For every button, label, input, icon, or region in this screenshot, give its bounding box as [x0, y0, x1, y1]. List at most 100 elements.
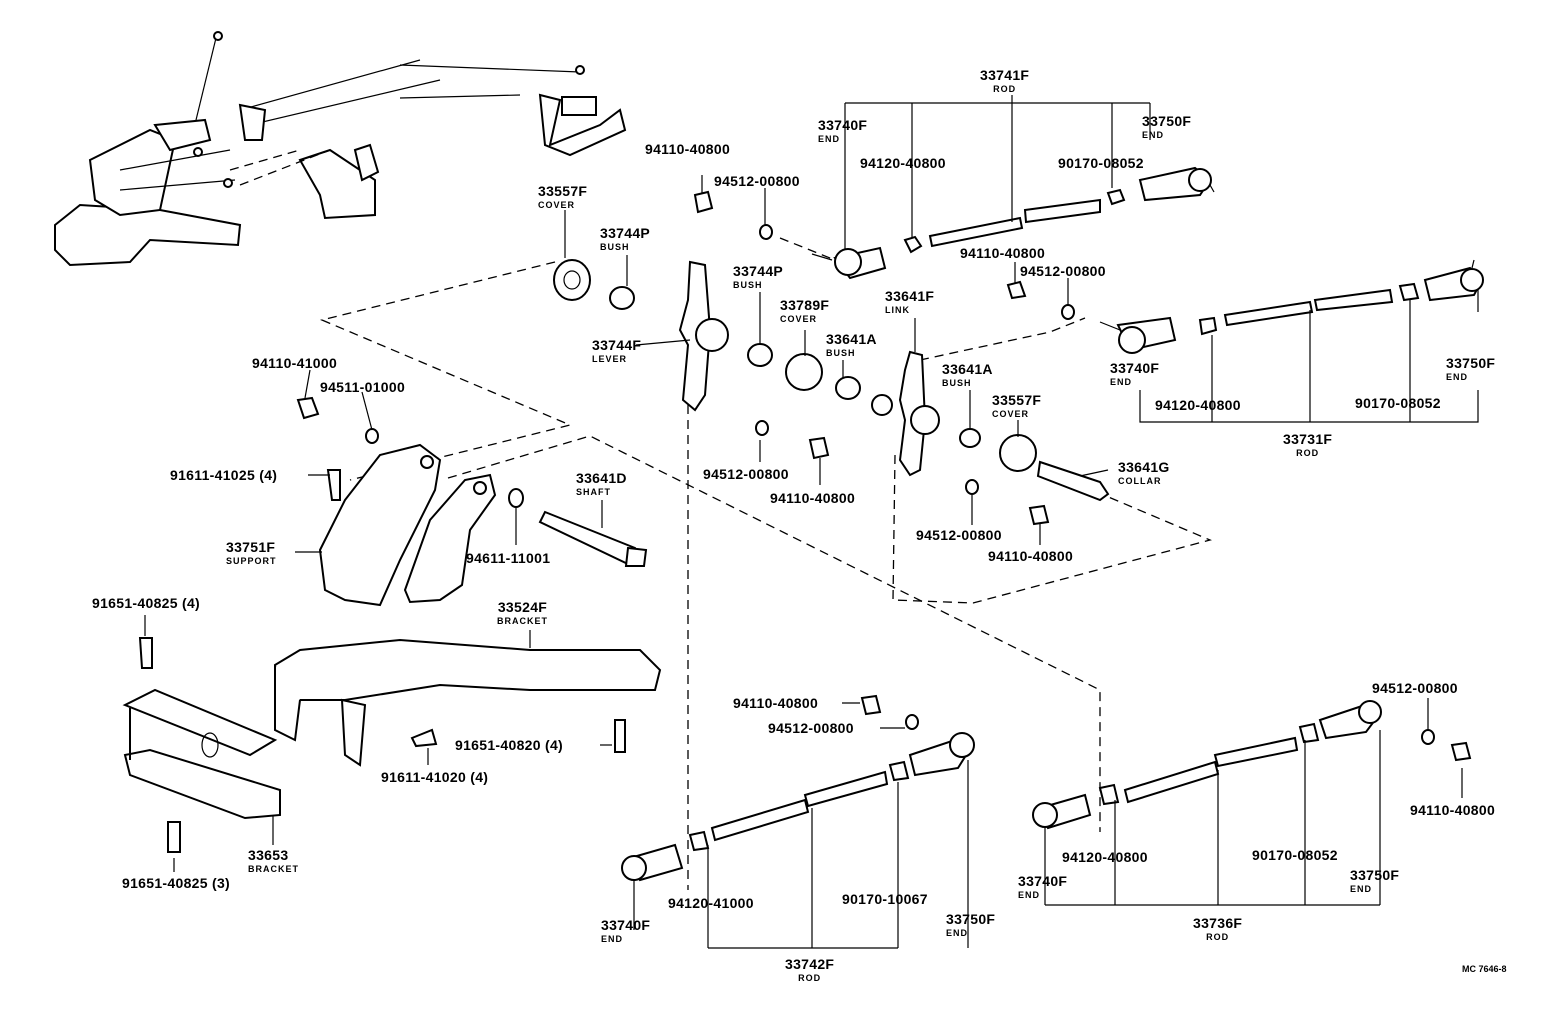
- part-name: END: [818, 134, 841, 144]
- part-number: 33744F: [592, 337, 642, 353]
- part-number: 33750F: [1446, 355, 1496, 371]
- label-nut-90170-08052-b: 90170-08052: [1355, 396, 1441, 412]
- part-number: 33740F: [1110, 360, 1160, 376]
- part-number: 94512-00800: [714, 173, 800, 189]
- part-number: 33742F: [785, 956, 835, 972]
- part-number: 33750F: [946, 911, 996, 927]
- part-name: END: [1350, 884, 1373, 894]
- label-bolt-91611-41025: 91611-41025 (4): [170, 468, 277, 484]
- label-bolt-91651-40825-a: 91651-40825 (4): [92, 596, 200, 612]
- part-number: 33740F: [818, 117, 868, 133]
- part-number: 94512-00800: [1020, 263, 1106, 279]
- part-number: 33524F: [497, 599, 548, 615]
- part-name: END: [946, 928, 969, 938]
- part-number: 90170-10067: [842, 891, 928, 907]
- label-bolt-91651-40825-b: 91651-40825 (3): [122, 876, 230, 892]
- part-number: 94611-11001: [466, 550, 551, 566]
- part-number: 94512-00800: [703, 466, 789, 482]
- part-name: SUPPORT: [226, 556, 277, 566]
- part-name: END: [1110, 377, 1133, 387]
- label-nut-94120-41000: 94120-41000: [668, 896, 754, 912]
- part-name: COVER: [538, 200, 576, 210]
- part-number: 33731F: [1283, 431, 1333, 447]
- label-nut-90170-10067: 90170-10067: [842, 892, 928, 908]
- part-number: 33750F: [1142, 113, 1192, 129]
- label-nut-94110-40800-c: 94110-40800: [770, 491, 855, 507]
- part-name: END: [1142, 130, 1165, 140]
- part-name: END: [1446, 372, 1469, 382]
- part-name: BRACKET: [248, 864, 299, 874]
- part-number: 33557F: [992, 392, 1042, 408]
- part-name: BRACKET: [497, 616, 548, 626]
- leader-lines: [144, 95, 1479, 949]
- label-nut-90170-08052-c: 90170-08052: [1252, 848, 1338, 864]
- part-number: 94120-40800: [1155, 397, 1241, 413]
- part-number: 91611-41025 (4): [170, 467, 278, 483]
- label-nut-94110-40800-e: 94110-40800: [733, 696, 818, 712]
- part-name: ROD: [1206, 932, 1230, 942]
- part-number: 94512-00800: [768, 720, 854, 736]
- label-nut-94110-40800-d: 94110-40800: [988, 549, 1073, 565]
- part-name: ROD: [993, 84, 1017, 94]
- label-washer-94512-00800-b: 94512-00800: [1020, 264, 1106, 280]
- part-number: 33641A: [942, 361, 993, 377]
- label-nut-90170-08052-a: 90170-08052: [1058, 156, 1144, 172]
- part-number: 91651-40825 (4): [92, 595, 201, 611]
- part-name: COVER: [992, 409, 1030, 419]
- label-nut-94120-40800-a: 94120-40800: [860, 156, 946, 172]
- part-number: 94511-01000: [320, 379, 406, 395]
- drawing-code: MC 7646-8: [1462, 964, 1507, 974]
- label-washer-94512-00800-f: 94512-00800: [1372, 681, 1458, 697]
- part-number: 33751F: [226, 539, 276, 555]
- label-nut-94120-40800-c: 94120-40800: [1062, 850, 1148, 866]
- part-number: 33740F: [601, 917, 651, 933]
- part-number: 94110-40800: [988, 548, 1074, 564]
- label-washer-94512-00800-d: 94512-00800: [916, 528, 1002, 544]
- part-number: 91651-40825 (3): [122, 875, 231, 891]
- part-name: BUSH: [733, 280, 763, 290]
- part-number: 33741F: [980, 67, 1030, 83]
- rod-assembly-33731f: [1099, 259, 1484, 354]
- part-number: 33557F: [538, 183, 588, 199]
- overview-assembly-illustration: [54, 31, 627, 267]
- label-nut-94110-40800-f: 94110-40800: [1410, 803, 1495, 819]
- label-washer-94512-00800-c: 94512-00800: [703, 467, 789, 483]
- part-number: 94110-41000: [252, 355, 338, 371]
- part-name: ROD: [798, 973, 822, 983]
- part-number: 94120-40800: [860, 155, 946, 171]
- part-number: 94110-40800: [770, 490, 856, 506]
- part-name: BUSH: [600, 242, 630, 252]
- label-washer-94611-11001: 94611-11001: [466, 551, 550, 567]
- part-number: 94512-00800: [1372, 680, 1458, 696]
- label-washer-94511-01000: 94511-01000: [320, 380, 405, 396]
- part-number: 33641A: [826, 331, 877, 347]
- part-name: END: [601, 934, 624, 944]
- part-number: 91611-41020 (4): [381, 769, 489, 785]
- part-number: 94120-41000: [668, 895, 754, 911]
- part-number: 94110-40800: [645, 141, 731, 157]
- part-number: 94120-40800: [1062, 849, 1148, 865]
- part-number: 33740F: [1018, 873, 1068, 889]
- part-number: 33744P: [733, 263, 784, 279]
- part-number: 33736F: [1193, 915, 1243, 931]
- label-washer-94512-00800-e: 94512-00800: [768, 721, 854, 737]
- part-number: 33641D: [576, 470, 627, 486]
- part-number: 90170-08052: [1355, 395, 1441, 411]
